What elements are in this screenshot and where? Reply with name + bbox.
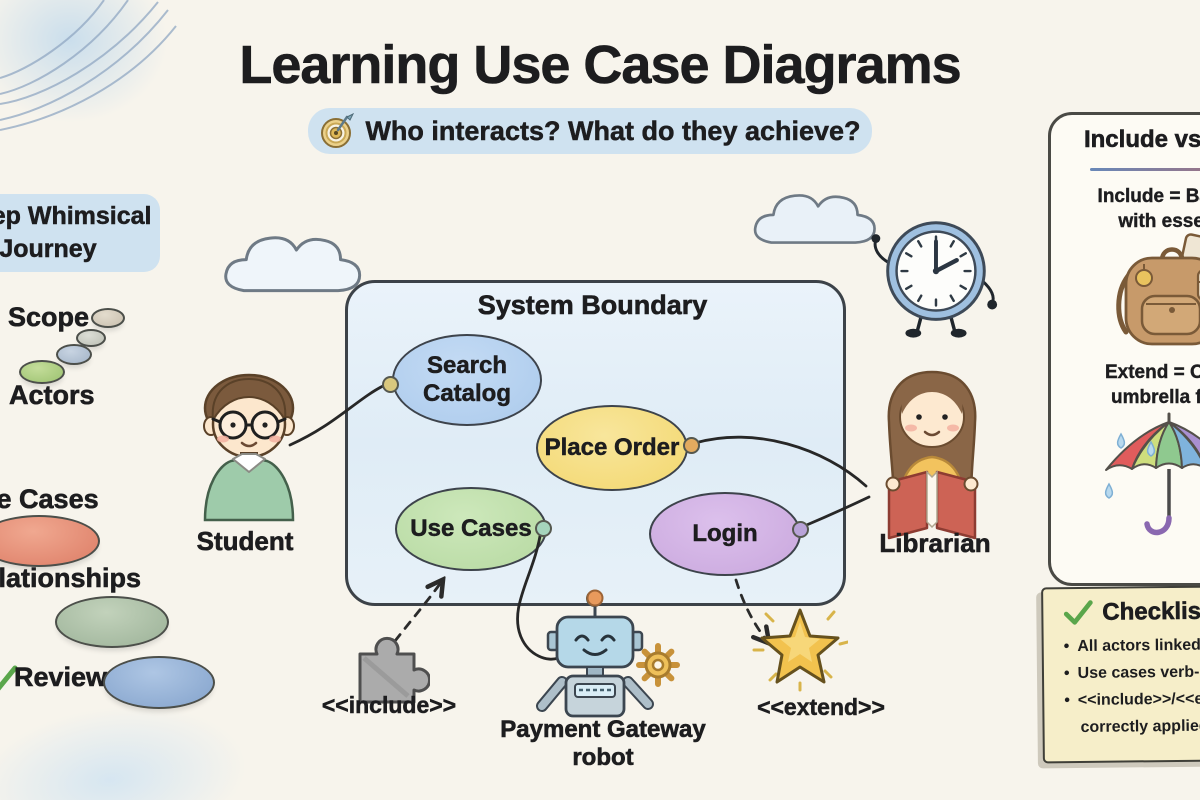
checklist-item-continued: correctly applied? [1080,717,1200,736]
use-case-use-cases: Use Cases [395,487,547,571]
librarian-label: Librarian [879,528,991,559]
librarian-illustration [885,370,979,540]
use-case-place-order: Place Order [536,405,688,491]
journey-header-line1: 5-Step Whimsical [0,202,152,231]
use-case-login: Login [649,492,801,576]
stepping-stone [55,596,169,648]
student-label: Student [196,526,294,557]
stepping-stone [0,515,100,567]
connector-dot [535,520,552,537]
robot-label-line2: robot [572,744,634,772]
extend-definition-line1: Extend = Optional [1104,362,1200,383]
panel-title-underline [1090,168,1200,171]
target-icon [321,113,355,148]
extend-definition-line2: umbrella for rain [1111,387,1200,408]
stepping-stone [56,344,92,365]
checkmark-icon [1063,600,1093,625]
journey-step-use-cases: Use Cases [0,484,99,515]
robot-label-line1: Payment Gateway [500,716,706,744]
connector-dot [683,437,700,454]
umbrella-icon [1104,412,1200,536]
stepping-stone [76,329,106,347]
connector-dot [382,376,399,393]
journey-step-actors: Actors [9,380,95,411]
review-check-icon [0,665,18,691]
checklist-item: All actors linked? [1064,631,1200,660]
include-definition-line1: Include = Backpack [1097,186,1200,207]
backpack-icon [1116,233,1200,346]
stepping-stone [19,360,65,384]
robot-icon [536,589,654,718]
star-icon [752,608,848,692]
student-illustration [203,373,295,522]
journey-step-relationships: Relationships [0,563,142,594]
system-boundary-title: System Boundary [477,290,708,321]
include-label: <<include>> [321,692,457,719]
extend-label: <<extend>> [757,694,885,721]
gear-icon [636,643,680,687]
checklist-title: Checklist [1102,597,1200,626]
include-extend-panel-title: Include vs Extend [1083,126,1200,154]
cloud-icon [224,236,362,293]
stepping-stone [91,308,125,328]
subtitle-banner: Who interacts? What do they achieve? [308,108,872,154]
journey-step-scope: Scope [8,302,90,333]
journey-header: 5-Step Whimsical Journey [0,194,160,272]
include-extend-panel [1048,112,1200,586]
checklist-item: Use cases verb-based? [1064,658,1200,687]
checklist-panel: Checklist All actors linked? Use cases v… [1041,584,1200,764]
connector-dot [792,521,809,538]
use-case-search-catalog: Search Catalog [392,334,542,426]
include-definition-line2: with essentials [1118,211,1200,232]
subtitle-text: Who interacts? What do they achieve? [365,115,861,146]
page-title: Learning Use Case Diagrams [239,35,962,96]
checklist-item: <<include>>/<<extend>> [1064,685,1200,714]
puzzle-piece-icon [358,636,430,704]
journey-header-line2: Journey [0,235,97,264]
swirl-decoration [0,0,177,131]
clock-icon [871,221,998,338]
stepping-stone [103,656,215,709]
cloud-icon [753,194,876,244]
journey-step-review: Review [14,662,108,693]
